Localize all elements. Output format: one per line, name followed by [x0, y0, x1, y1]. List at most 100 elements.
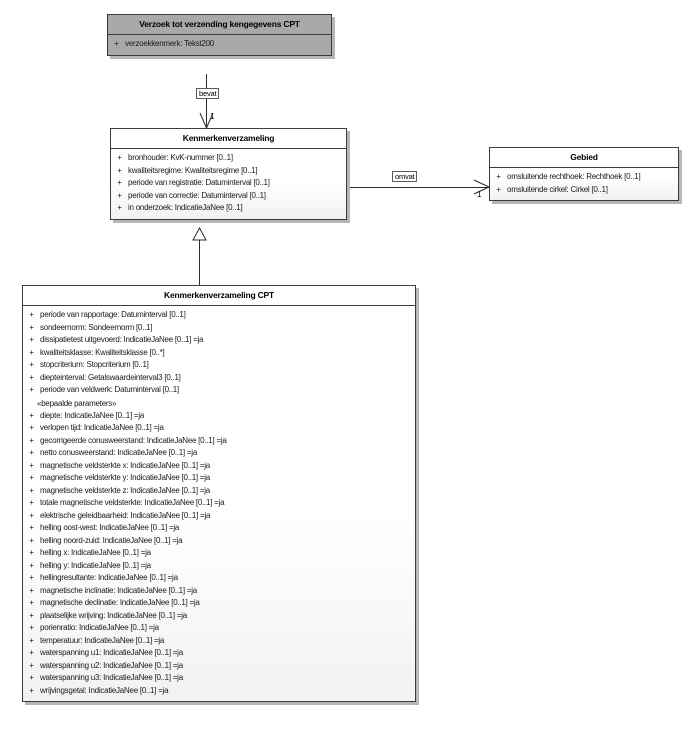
- class-attribute: + omsluitende cirkel: Cirkel [0..1]: [490, 184, 678, 197]
- visibility-marker: +: [29, 410, 34, 420]
- visibility-marker: +: [29, 635, 34, 645]
- class-attribute: + magnetische veldsterkte x: IndicatieJa…: [23, 460, 415, 473]
- class-attribute: + omsluitende rechthoek: Rechthoek [0..1…: [490, 171, 678, 184]
- visibility-marker: +: [29, 623, 34, 633]
- visibility-marker: +: [117, 203, 122, 213]
- visibility-marker: +: [29, 473, 34, 483]
- visibility-marker: +: [29, 573, 34, 583]
- attribute-signature: waterspanning u2: IndicatieJaNee [0..1] …: [40, 660, 183, 670]
- class-attribute: + helling noord-zuid: IndicatieJaNee [0.…: [23, 535, 415, 548]
- class-attributes-compartment: + periode van rapportage: Datuminterval …: [23, 306, 415, 701]
- class-gebied[interactable]: Gebied + omsluitende rechthoek: Rechthoe…: [489, 147, 679, 202]
- class-attribute: + magnetische inclinatie: IndicatieJaNee…: [23, 585, 415, 598]
- class-attribute: + sondeernorm: Sondeernorm [0..1]: [23, 322, 415, 335]
- association-bevat-line: [206, 74, 207, 128]
- attribute-signature: kwaliteitsregime: Kwaliteitsregime [0..1…: [128, 165, 258, 175]
- class-verzoek-tot-verzending-kengegevens-cpt[interactable]: Verzoek tot verzending kengegevens CPT +…: [107, 14, 332, 56]
- visibility-marker: +: [29, 523, 34, 533]
- attribute-signature: dissipatietest uitgevoerd: IndicatieJaNe…: [40, 335, 204, 345]
- attribute-signature: diepteinterval: Getalswaardeinterval3 [0…: [40, 372, 181, 382]
- visibility-marker: +: [29, 610, 34, 620]
- attribute-signature: elektrische geleidbaarheid: IndicatieJaN…: [40, 510, 211, 520]
- class-attribute: + helling oost-west: IndicatieJaNee [0..…: [23, 522, 415, 535]
- class-attributes-compartment: + omsluitende rechthoek: Rechthoek [0..1…: [490, 168, 678, 200]
- attribute-signature: waterspanning u3: IndicatieJaNee [0..1] …: [40, 673, 183, 683]
- attribute-signature: temperatuur: IndicatieJaNee [0..1] =ja: [40, 635, 165, 645]
- class-attribute: + bronhouder: KvK-nummer [0..1]: [111, 152, 346, 165]
- attribute-signature: hellingresultante: IndicatieJaNee [0..1]…: [40, 573, 178, 583]
- class-attribute: + hellingresultante: IndicatieJaNee [0..…: [23, 572, 415, 585]
- visibility-marker: +: [29, 585, 34, 595]
- visibility-marker: +: [29, 548, 34, 558]
- visibility-marker: +: [29, 535, 34, 545]
- attribute-signature: bronhouder: KvK-nummer [0..1]: [128, 153, 233, 163]
- class-attribute: + wrijvingsgetal: IndicatieJaNee [0..1] …: [23, 685, 415, 698]
- visibility-marker: +: [29, 560, 34, 570]
- class-attributes-compartment: + bronhouder: KvK-nummer [0..1] + kwalit…: [111, 149, 346, 219]
- visibility-marker: +: [29, 448, 34, 458]
- visibility-marker: +: [496, 184, 501, 194]
- attribute-signature: periode van rapportage: Datuminterval [0…: [40, 310, 186, 320]
- attribute-signature: totale magnetische veldsterkte: Indicati…: [40, 498, 225, 508]
- visibility-marker: +: [117, 178, 122, 188]
- attribute-signature: omsluitende rechthoek: Rechthoek [0..1]: [507, 172, 641, 182]
- class-attribute: + totale magnetische veldsterkte: Indica…: [23, 497, 415, 510]
- class-attribute: + dissipatietest uitgevoerd: IndicatieJa…: [23, 334, 415, 347]
- visibility-marker: +: [29, 660, 34, 670]
- association-bevat-multiplicity: 1: [210, 112, 215, 121]
- class-attribute: + verzoekkenmerk: Tekst200: [108, 38, 331, 51]
- class-title: Kenmerkenverzameling: [111, 129, 346, 150]
- visibility-marker: +: [29, 648, 34, 658]
- visibility-marker: +: [29, 485, 34, 495]
- attribute-signature: periode van registratie: Datuminterval […: [128, 178, 270, 188]
- attribute-signature: magnetische veldsterkte x: IndicatieJaNe…: [40, 460, 210, 470]
- class-kenmerkenverzameling[interactable]: Kenmerkenverzameling + bronhouder: KvK-n…: [110, 128, 347, 220]
- visibility-marker: +: [29, 435, 34, 445]
- visibility-marker: +: [29, 360, 34, 370]
- class-attribute: + helling x: IndicatieJaNee [0..1] =ja: [23, 547, 415, 560]
- attribute-signature: wrijvingsgetal: IndicatieJaNee [0..1] =j…: [40, 685, 169, 695]
- attribute-signature: helling oost-west: IndicatieJaNee [0..1]…: [40, 523, 180, 533]
- visibility-marker: +: [496, 172, 501, 182]
- visibility-marker: +: [29, 498, 34, 508]
- class-attribute: + periode van veldwerk: Datuminterval [0…: [23, 384, 415, 397]
- attribute-signature: magnetische inclinatie: IndicatieJaNee […: [40, 585, 197, 595]
- attribute-signature: netto conusweerstand: IndicatieJaNee [0.…: [40, 448, 198, 458]
- class-attribute: + waterspanning u1: IndicatieJaNee [0..1…: [23, 647, 415, 660]
- attribute-signature: waterspanning u1: IndicatieJaNee [0..1] …: [40, 648, 183, 658]
- class-attribute: + plaatselijke wrijving: IndicatieJaNee …: [23, 610, 415, 623]
- class-attribute: + netto conusweerstand: IndicatieJaNee […: [23, 447, 415, 460]
- class-attribute: + temperatuur: IndicatieJaNee [0..1] =ja: [23, 635, 415, 648]
- class-title: Kenmerkenverzameling CPT: [23, 286, 415, 307]
- attribute-signature: kwaliteitsklasse: Kwaliteitsklasse [0..*…: [40, 347, 165, 357]
- class-kenmerkenverzameling-cpt[interactable]: Kenmerkenverzameling CPT + periode van r…: [22, 285, 416, 703]
- visibility-marker: +: [29, 310, 34, 320]
- attribute-signature: periode van correctie: Datuminterval [0.…: [128, 190, 266, 200]
- class-attribute: + magnetische declinatie: IndicatieJaNee…: [23, 597, 415, 610]
- class-attribute: + verlopen tijd: IndicatieJaNee [0..1] =…: [23, 422, 415, 435]
- visibility-marker: +: [29, 423, 34, 433]
- class-attribute: + kwaliteitsklasse: Kwaliteitsklasse [0.…: [23, 347, 415, 360]
- attribute-signature: magnetische veldsterkte y: IndicatieJaNe…: [40, 473, 210, 483]
- visibility-marker: +: [29, 510, 34, 520]
- attribute-signature: plaatselijke wrijving: IndicatieJaNee [0…: [40, 610, 187, 620]
- attribute-signature: verzoekkenmerk: Tekst200: [125, 39, 215, 49]
- visibility-marker: +: [29, 460, 34, 470]
- attribute-signature: verlopen tijd: IndicatieJaNee [0..1] =ja: [40, 423, 164, 433]
- visibility-marker: +: [29, 335, 34, 345]
- class-attribute: + periode van correctie: Datuminterval […: [111, 190, 346, 203]
- visibility-marker: +: [29, 598, 34, 608]
- visibility-marker: +: [114, 39, 119, 49]
- class-attribute: + waterspanning u2: IndicatieJaNee [0..1…: [23, 660, 415, 673]
- visibility-marker: +: [29, 385, 34, 395]
- visibility-marker: +: [117, 165, 122, 175]
- class-title: Verzoek tot verzending kengegevens CPT: [108, 15, 331, 36]
- attribute-group-stereotype: «bepaalde parameters»: [37, 398, 117, 408]
- association-omvat-multiplicity: 1: [477, 190, 482, 199]
- class-attribute: + waterspanning u3: IndicatieJaNee [0..1…: [23, 672, 415, 685]
- attribute-signature: helling y: IndicatieJaNee [0..1] =ja: [40, 560, 151, 570]
- attribute-signature: diepte: IndicatieJaNee [0..1] =ja: [40, 410, 145, 420]
- attribute-signature: stopcriterium: Stopcriterium [0..1]: [40, 360, 149, 370]
- visibility-marker: +: [29, 685, 34, 695]
- class-attribute: + elektrische geleidbaarheid: IndicatieJ…: [23, 510, 415, 523]
